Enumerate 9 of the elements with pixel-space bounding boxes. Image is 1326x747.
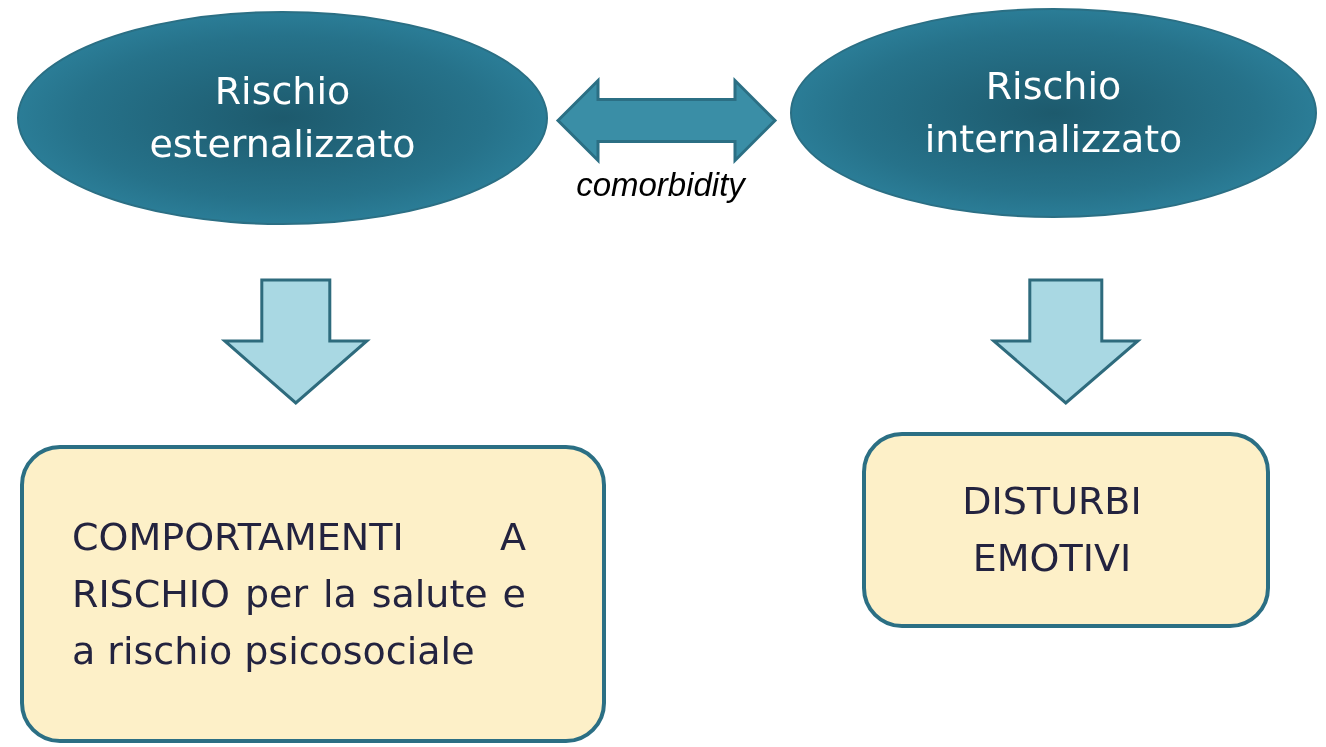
block-arrow xyxy=(989,278,1142,405)
block-arrow xyxy=(220,278,371,405)
box-text: DISTURBI EMOTIVI xyxy=(961,478,1143,582)
rounded-box xyxy=(862,432,1270,628)
rounded-box xyxy=(20,445,606,743)
box-text: COMPORTAMENTI A RISCHIO per la salute e a rischio psicosociale xyxy=(72,513,526,675)
node-label: Rischio esternalizzato xyxy=(148,67,417,168)
block-arrow xyxy=(555,76,778,165)
node-label: Rischio internalizzato xyxy=(923,62,1184,163)
